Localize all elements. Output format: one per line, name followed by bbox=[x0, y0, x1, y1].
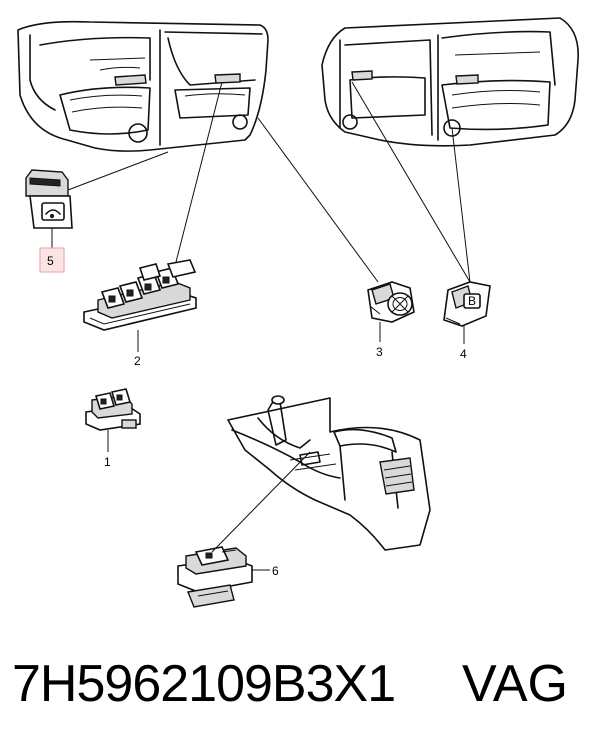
callout-2: 2 bbox=[134, 354, 141, 368]
callout-labels: 5 2 3 4 1 6 bbox=[39, 247, 467, 578]
leader-lines bbox=[51, 81, 471, 571]
part-5-switch bbox=[25, 169, 73, 229]
center-console bbox=[227, 395, 431, 551]
part-6-console-switch bbox=[177, 546, 253, 608]
callout-5: 5 bbox=[47, 254, 54, 268]
callout-5-highlight bbox=[39, 247, 65, 273]
part-info-footer: 7H5962109B3X1 VAG bbox=[0, 650, 600, 730]
right-door-panel bbox=[321, 17, 579, 147]
part-3-mirror-adjust-switch bbox=[367, 281, 415, 323]
callout-4: 4 bbox=[460, 347, 467, 361]
part-1-double-switch bbox=[85, 388, 141, 431]
brand-name: VAG bbox=[462, 655, 568, 713]
callout-3: 3 bbox=[376, 345, 383, 359]
part-number: 7H5962109B3X1 bbox=[12, 655, 396, 713]
svg-text:B: B bbox=[468, 294, 476, 308]
callout-6: 6 bbox=[272, 564, 279, 578]
part-2-window-switch-block bbox=[83, 259, 197, 331]
exploded-parts-diagram: B bbox=[17, 17, 579, 608]
callout-1: 1 bbox=[104, 455, 111, 469]
left-door-panel bbox=[17, 20, 269, 152]
part-4-door-switch: B bbox=[443, 281, 491, 327]
